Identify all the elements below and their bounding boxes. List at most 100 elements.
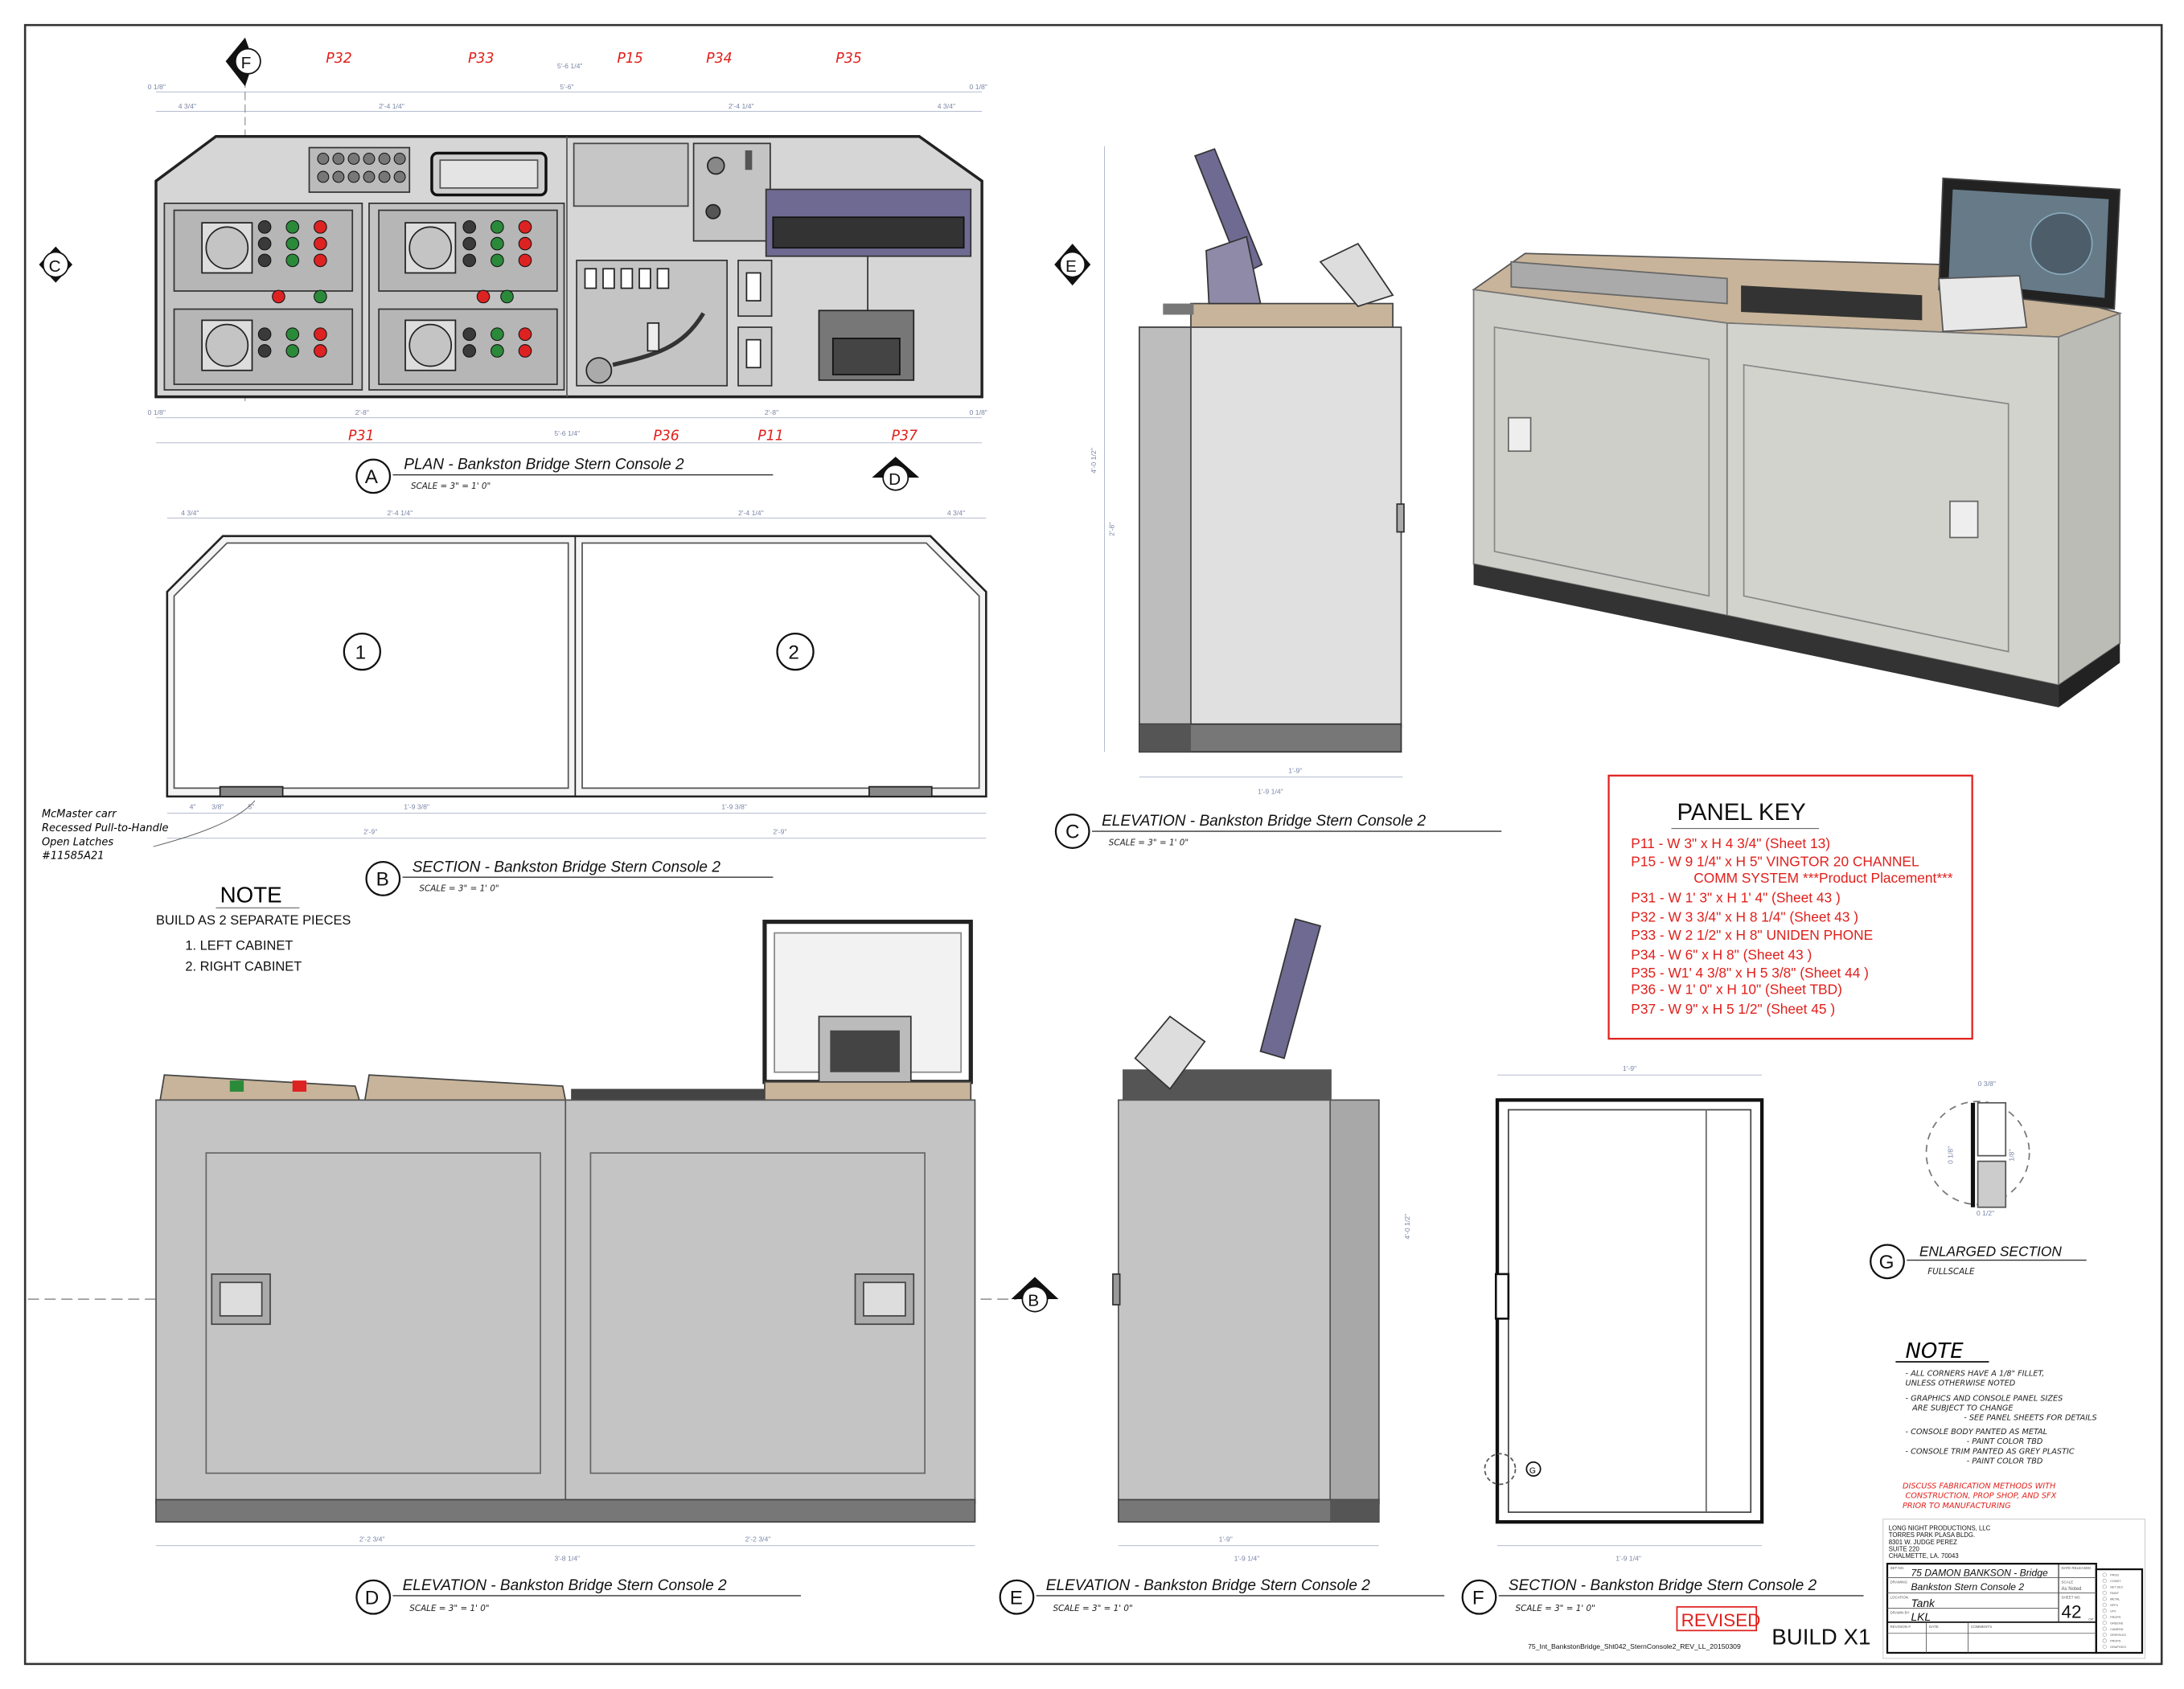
- department-checkbox[interactable]: [2102, 1621, 2107, 1625]
- label-p36: P36: [653, 428, 679, 444]
- panel-p31-right: [368, 203, 565, 391]
- department-label: PROPS: [2110, 1640, 2121, 1643]
- department-checkbox[interactable]: [2102, 1609, 2107, 1613]
- department-label: PROD: [2110, 1574, 2119, 1577]
- department-label: SPFX: [2110, 1604, 2118, 1607]
- set-no-label: SET NO.: [1890, 1566, 1904, 1570]
- switch-icon: [347, 153, 360, 165]
- console-button-icon: [257, 236, 272, 251]
- department-checkbox[interactable]: [2102, 1578, 2107, 1583]
- console-button-icon: [314, 289, 327, 304]
- console-button-icon: [518, 327, 532, 342]
- dim: 2'-4 1/4": [738, 509, 764, 517]
- console-button-icon: [285, 220, 300, 234]
- console-button-icon: [314, 327, 327, 342]
- console-button-icon: [491, 327, 504, 342]
- enlarged-scale: FULLSCALE: [1927, 1267, 1975, 1277]
- elevation-d-title: D ELEVATION - Bankston Bridge Stern Cons…: [355, 1577, 801, 1615]
- elevation-e-view: 1'-9" 1'-9 1/4" E ELEVATION - Bankston B…: [999, 918, 1445, 1615]
- panel-key-item: P35 - W1' 4 3/8" x H 5 3/8" (Sheet 44 ): [1631, 965, 1869, 981]
- date-released-label: DATE RELEASED: [2062, 1566, 2092, 1570]
- latch-note-line: Recessed Pull-to-Handle: [42, 822, 169, 834]
- department-label: METAL: [2110, 1598, 2120, 1601]
- section-marker-d[interactable]: D: [872, 457, 920, 491]
- note-line: ARE SUBJECT TO CHANGE: [1911, 1404, 2014, 1413]
- panel-key-item: P33 - W 2 1/2" x H 8" UNIDEN PHONE: [1631, 927, 1873, 943]
- scale-value: As Noted: [2062, 1587, 2082, 1592]
- detail-marker-g[interactable]: G: [1529, 1467, 1536, 1476]
- dim: 1'-9": [1288, 766, 1302, 774]
- latch-note-line: Open Latches: [42, 836, 113, 848]
- department-checkbox[interactable]: [2102, 1590, 2107, 1595]
- department-checkbox[interactable]: [2102, 1632, 2107, 1637]
- section-b-view: 4 3/4" 4 3/4" 2'-4 1/4" 2'-4 1/4" 1'-9 3…: [153, 509, 987, 896]
- console-button-icon: [518, 220, 532, 234]
- console-3d-render: [1472, 177, 2123, 707]
- console-button-icon: [257, 344, 272, 358]
- department-checkbox[interactable]: [2102, 1626, 2107, 1631]
- console-button-icon: [462, 344, 477, 358]
- note-left: NOTE BUILD AS 2 SEPARATE PIECES 1. LEFT …: [156, 882, 351, 974]
- drawn-by: LKL: [1911, 1610, 1931, 1623]
- note-left-heading: NOTE: [220, 882, 282, 907]
- department-checkbox[interactable]: [2102, 1572, 2107, 1577]
- console-button-icon: [491, 220, 504, 234]
- section-f-view: 1'-9" 1'-9 1/4" G F SECTION - Bankston B…: [1461, 1064, 1864, 1615]
- plan-view: 5'-6 1/4" 5'-6" 0 1/8" 0 1/8" 4 3/4" 4 3…: [148, 41, 987, 494]
- view-letter-c: C: [1065, 822, 1080, 843]
- dim: 2'-4 1/4": [388, 509, 413, 517]
- panel-key-item: P37 - W 9" x H 5 1/2" (Sheet 45 ): [1631, 1001, 1835, 1017]
- note-right: NOTE - ALL CORNERS HAVE A 1/8" FILLET, U…: [1895, 1339, 2097, 1511]
- set-no: 75 DAMON BANKSON - Bridge: [1911, 1568, 2048, 1579]
- dim: 5": [248, 802, 254, 810]
- dim: 4 3/4": [181, 509, 199, 517]
- elevation-d-scale: SCALE = 3" = 1' 0": [409, 1604, 489, 1613]
- department-checkbox[interactable]: [2102, 1602, 2107, 1607]
- section-b-title: B SECTION - Bankston Bridge Stern Consol…: [365, 859, 774, 896]
- build-label: BUILD X1: [1771, 1625, 1870, 1650]
- svg-text:C: C: [49, 257, 61, 276]
- plan-title-text: PLAN - Bankston Bridge Stern Console 2: [404, 457, 684, 473]
- revised-text: REVISED: [1681, 1610, 1761, 1630]
- view-letter-b: B: [376, 869, 389, 891]
- elevation-e-scale: SCALE = 3" = 1' 0": [1053, 1604, 1132, 1613]
- note-line: - CONSOLE TRIM PANTED AS GREY PLASTIC: [1906, 1447, 2075, 1456]
- label-p33: P33: [468, 51, 494, 67]
- plan-scale: SCALE = 3" = 1' 0": [411, 482, 491, 491]
- department-checkbox[interactable]: [2102, 1597, 2107, 1601]
- panel-key-item: P32 - W 3 3/4" x H 8 1/4" (Sheet 43 ): [1631, 909, 1858, 925]
- panel-p31-left: [163, 203, 363, 391]
- dim: 2'-2 3/4": [359, 1535, 385, 1543]
- svg-text:B: B: [1028, 1292, 1039, 1310]
- switch-icon: [378, 153, 391, 165]
- sheet-number: 42: [2062, 1602, 2082, 1622]
- department-checkbox[interactable]: [2102, 1614, 2107, 1619]
- label-p35: P35: [835, 51, 861, 67]
- panel-p15: [573, 142, 689, 207]
- console-button-icon: [476, 289, 491, 304]
- section-marker-f[interactable]: F: [225, 37, 261, 87]
- panel-p34: [692, 142, 771, 242]
- view-letter-g: G: [1879, 1252, 1895, 1273]
- cabinet-2-label: 2: [788, 642, 798, 663]
- console-button-icon: [518, 253, 532, 268]
- department-checkbox[interactable]: [2102, 1638, 2107, 1643]
- note-left-item: 2. RIGHT CABINET: [185, 959, 302, 974]
- panel-key-item: P11 - W 3" x H 4 3/4" (Sheet 13): [1631, 835, 1830, 851]
- elevation-c-title: C ELEVATION - Bankston Bridge Stern Cons…: [1054, 813, 1502, 849]
- console-button-icon: [491, 236, 504, 251]
- dim: 1'-9 3/8": [404, 802, 429, 810]
- date-label: DATE: [1929, 1625, 1939, 1629]
- title-block: LONG NIGHT PRODUCTIONS, LLC TORRES PARK …: [1882, 1519, 2145, 1659]
- view-letter-d: D: [365, 1587, 380, 1609]
- file-name: 75_Int_BankstonBridge_Sht042_SternConsol…: [1528, 1642, 1741, 1650]
- department-checkbox[interactable]: [2102, 1584, 2107, 1589]
- dim-overall: 5'-6": [560, 83, 573, 91]
- panel-p33-phone: [430, 151, 548, 197]
- dim-corner-right: 4 3/4": [938, 102, 955, 110]
- department-label: PAINT: [2110, 1592, 2120, 1595]
- section-marker-e[interactable]: E: [1054, 244, 1091, 286]
- department-checkbox[interactable]: [2102, 1644, 2107, 1649]
- section-marker-c[interactable]: C: [39, 246, 73, 283]
